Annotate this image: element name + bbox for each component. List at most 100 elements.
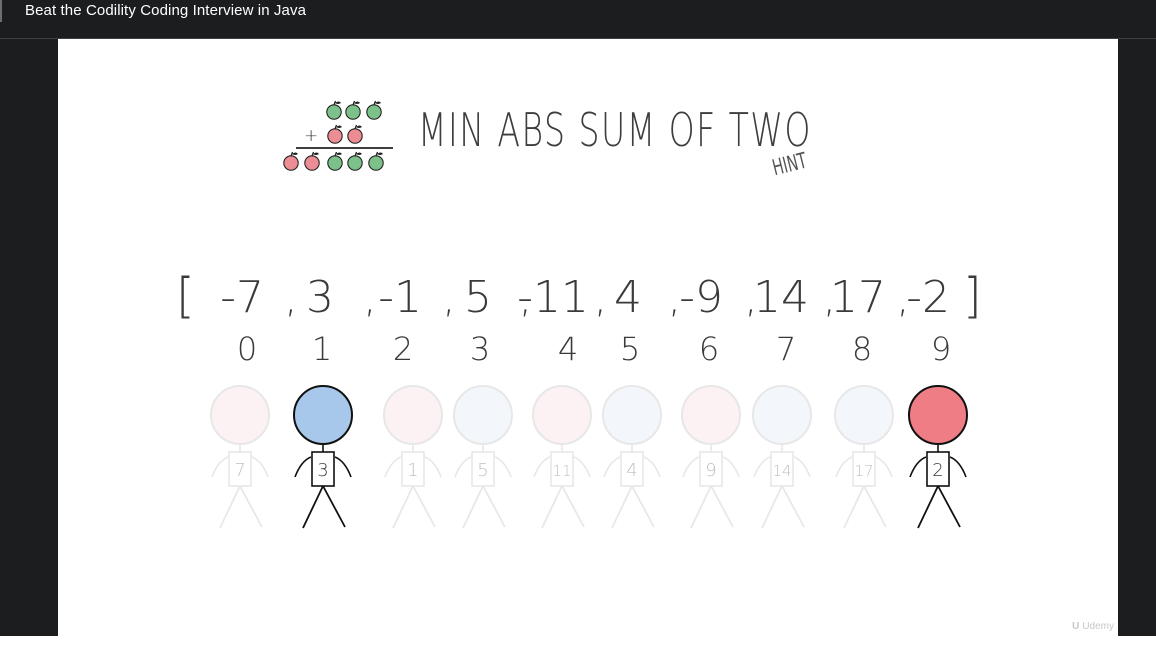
course-title: Beat the Codility Coding Interview in Ja…	[25, 2, 307, 19]
figure-sign	[401, 451, 425, 487]
figure-legs	[690, 485, 734, 529]
array-comma: ,	[745, 276, 758, 322]
apple-icon	[283, 151, 299, 171]
figure-label: 5	[477, 460, 488, 481]
figure-arms	[454, 456, 512, 478]
array-index: 2	[393, 330, 413, 368]
array-comma: ,	[285, 276, 298, 322]
open-bracket: [	[176, 268, 195, 324]
apple-icon	[366, 100, 382, 120]
array-comma: ,	[823, 276, 836, 322]
apple-icon	[327, 151, 343, 171]
figure-label: 17	[854, 462, 873, 480]
array-value: -7	[220, 272, 264, 323]
figure-head	[453, 385, 513, 445]
stick-figure: 9	[681, 385, 741, 529]
array-value: -2	[906, 272, 950, 323]
figure-arms	[211, 456, 269, 478]
array-value: -9	[679, 272, 723, 323]
apple-addition-icon	[283, 100, 393, 171]
apple-icon	[304, 151, 320, 171]
figure-arms	[909, 456, 967, 478]
stick-figure: 1	[383, 385, 443, 529]
udemy-logo-icon: U	[1072, 621, 1080, 632]
apple-icon	[347, 124, 363, 144]
figure-label: 11	[552, 462, 571, 480]
stick-figure: 7	[210, 385, 270, 529]
figure-sign	[471, 451, 495, 487]
figure-head	[834, 385, 894, 445]
array-index: 5	[620, 330, 640, 368]
figure-sign	[770, 451, 794, 487]
figure-legs	[541, 485, 585, 529]
figure-arms	[835, 456, 893, 478]
array-index: 3	[470, 330, 490, 368]
stick-figure: 2	[908, 385, 968, 529]
figure-legs	[219, 485, 263, 529]
figure-sign	[550, 451, 574, 487]
array-value: 14	[753, 272, 809, 323]
figure-legs	[611, 485, 655, 529]
array-index: 0	[237, 330, 257, 368]
apple-icon	[368, 151, 384, 171]
figure-label: 14	[772, 462, 791, 480]
figure-head	[293, 385, 353, 445]
figure-legs	[302, 485, 346, 529]
title-bar: Beat the Codility Coding Interview in Ja…	[0, 0, 1156, 39]
watermark-text: Udemy	[1082, 621, 1114, 632]
figure-arms	[682, 456, 740, 478]
apple-icon	[327, 124, 343, 144]
figure-sign	[699, 451, 723, 487]
array-value: 3	[306, 272, 334, 323]
title-bar-edge	[0, 0, 2, 22]
figure-head	[210, 385, 270, 445]
figure-arms	[753, 456, 811, 478]
array-comma: ,	[668, 276, 681, 322]
figure-label: 3	[317, 460, 328, 481]
array-index: 9	[931, 330, 951, 368]
figure-label: 4	[626, 460, 637, 481]
figure-sign	[620, 451, 644, 487]
figure-head	[383, 385, 443, 445]
figure-legs	[843, 485, 887, 529]
figure-head	[908, 385, 968, 445]
figure-arms	[384, 456, 442, 478]
array-index: 8	[852, 330, 872, 368]
array-comma: ,	[519, 276, 532, 322]
figure-sign	[228, 451, 252, 487]
figure-legs	[761, 485, 805, 529]
figure-legs	[392, 485, 436, 529]
figure-arms	[294, 456, 352, 478]
array-index: 7	[776, 330, 796, 368]
figure-arms	[533, 456, 591, 478]
stick-figure: 3	[293, 385, 353, 529]
array-value: 4	[614, 272, 642, 323]
apple-icon	[347, 151, 363, 171]
array-value: 17	[830, 272, 886, 323]
array-comma: ,	[594, 276, 607, 322]
array-value: -11	[517, 272, 589, 323]
figure-arms	[603, 456, 661, 478]
player-bottom-strip	[0, 636, 1156, 653]
figure-label: 2	[932, 460, 943, 481]
slide-heading: MIN ABS SUM OF TWO	[418, 103, 812, 157]
figure-legs	[462, 485, 506, 529]
stick-figure: 5	[453, 385, 513, 529]
array-comma: ,	[443, 276, 456, 322]
array-value: 5	[464, 272, 492, 323]
stick-figure: 11	[532, 385, 592, 529]
figure-sign	[852, 451, 876, 487]
array-index: 6	[699, 330, 719, 368]
figure-label: 9	[705, 460, 716, 481]
apple-icon	[326, 100, 342, 120]
close-bracket: ]	[963, 268, 982, 324]
figure-label: 1	[407, 460, 418, 481]
array-comma: ,	[364, 276, 377, 322]
plus-sign: +	[304, 126, 318, 146]
array-comma: ,	[897, 276, 910, 322]
figure-head	[532, 385, 592, 445]
